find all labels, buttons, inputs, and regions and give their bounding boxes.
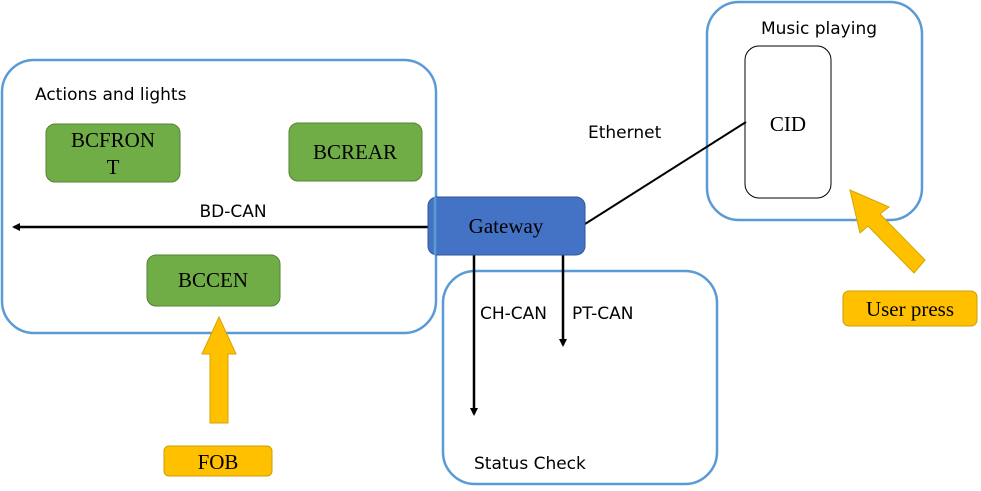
fob-arrow-icon xyxy=(201,315,237,424)
pt-can-label: PT-CAN xyxy=(572,304,633,324)
bd-can-label: BD-CAN xyxy=(199,202,266,222)
status-check-label: Status Check xyxy=(474,454,586,474)
gateway-label: Gateway xyxy=(469,214,544,238)
bcfront-label-line1: BCFRON xyxy=(71,128,155,152)
ch-can-label: CH-CAN xyxy=(480,304,547,324)
user-press-input[interactable] xyxy=(842,290,978,327)
cid-label: CID xyxy=(770,112,806,136)
bcrear-node[interactable] xyxy=(288,122,423,182)
music-playing-label: Music playing xyxy=(761,19,877,39)
bccen-node[interactable] xyxy=(146,254,281,307)
music-playing-container xyxy=(705,0,924,222)
gateway-node[interactable] xyxy=(427,196,586,256)
ethernet-link xyxy=(584,121,747,225)
user-press-arrow-icon xyxy=(849,189,926,274)
bcrear-label: BCREAR xyxy=(313,140,397,164)
bcfront-node[interactable] xyxy=(45,123,181,183)
status-check-container xyxy=(441,269,719,486)
user-press-label: User press xyxy=(866,297,954,321)
ethernet-label: Ethernet xyxy=(588,123,662,143)
actions-and-lights-label: Actions and lights xyxy=(35,85,187,105)
bccen-label: BCCEN xyxy=(178,268,248,292)
bcfront-label-line2: T xyxy=(107,155,120,179)
fob-input[interactable] xyxy=(163,445,273,477)
fob-label: FOB xyxy=(198,450,239,474)
